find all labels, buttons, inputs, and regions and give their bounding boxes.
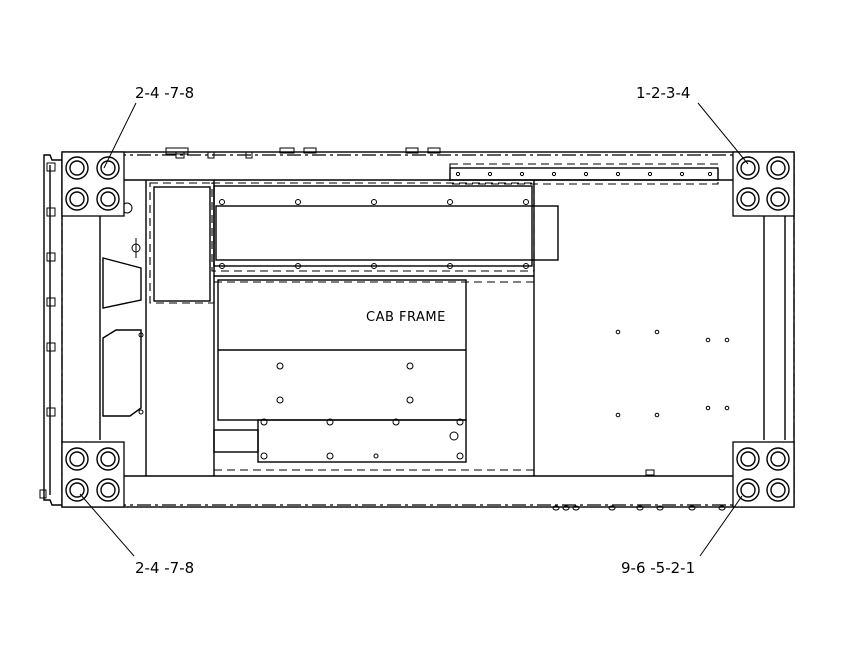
top-bar-fittings xyxy=(165,147,441,159)
outer-frame xyxy=(43,151,795,508)
leader-lines xyxy=(79,102,749,557)
corner-mount-top-right xyxy=(732,151,795,217)
callout-top-right: 1-2-3-4 xyxy=(636,84,690,102)
callout-top-left: 2-4 -7-8 xyxy=(135,84,194,102)
bottom-edge-bolts xyxy=(552,505,726,511)
corner-mount-bottom-left xyxy=(61,441,125,508)
left-edge-tabs xyxy=(39,162,56,499)
corner-mount-top-left xyxy=(61,151,125,217)
callout-bottom-left: 2-4 -7-8 xyxy=(135,559,194,577)
top-right-rail xyxy=(449,163,719,185)
callout-bottom-right: 9-6 -5-2-1 xyxy=(621,559,695,577)
left-inner-components xyxy=(102,182,215,417)
right-panel-holes xyxy=(615,329,730,476)
center-cab-area xyxy=(211,180,559,476)
corner-mount-bottom-right xyxy=(732,441,795,508)
cab-frame-label: CAB FRAME xyxy=(366,310,446,325)
